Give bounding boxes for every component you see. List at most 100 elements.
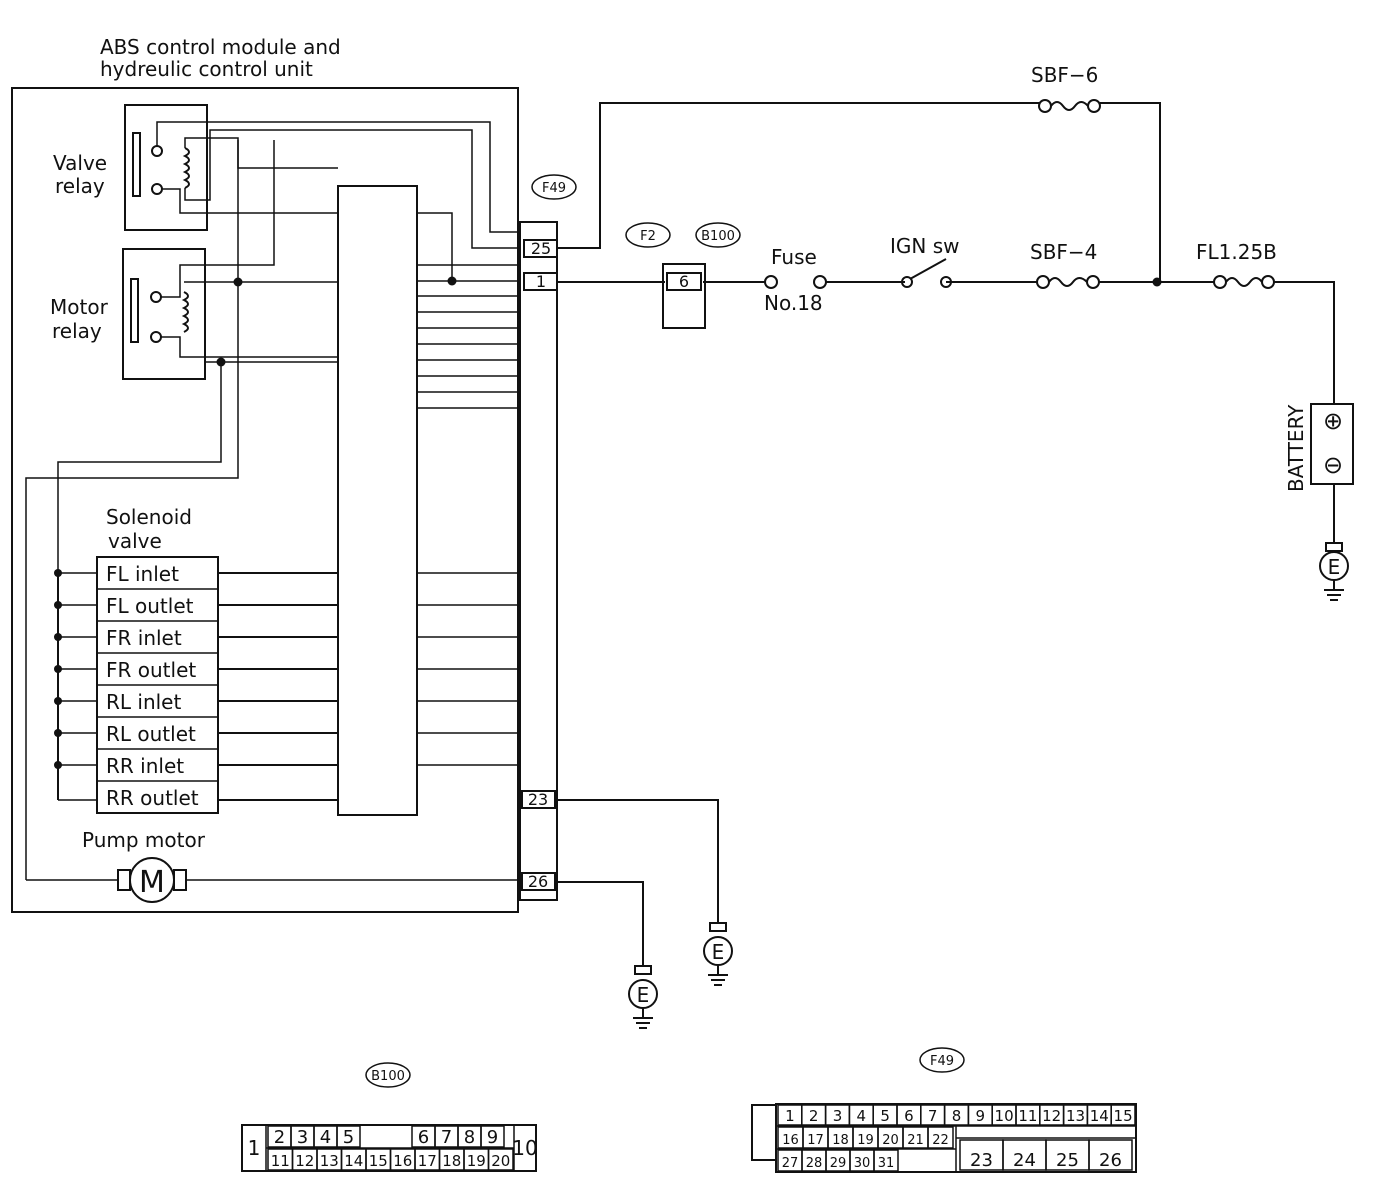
f49-pin-25: 25 (531, 239, 551, 258)
fuse-no18-symbol (764, 275, 827, 289)
f49-row1-pin: 9 (976, 1107, 986, 1125)
f49-big-cell (1088, 1139, 1133, 1171)
b100-top-pin: 9 (487, 1127, 498, 1148)
module-label-line2: hydreulic control unit (100, 57, 313, 81)
f49-row2-cell (927, 1126, 954, 1149)
valve-relay-label-line1: Valve (53, 151, 107, 175)
f49-row3-pin: 28 (806, 1156, 823, 1171)
f49-row3-cell (873, 1149, 899, 1172)
f49-row1-pin: 11 (1018, 1107, 1037, 1125)
b100-top-pin: 4 (320, 1127, 331, 1148)
b100-bottom-pin: 12 (295, 1152, 314, 1170)
module-label-line1: ABS control module and (100, 35, 341, 59)
ground-23-label: E (712, 940, 725, 964)
abs-module-outline (11, 87, 519, 913)
f49-row1-pin: 5 (880, 1107, 890, 1125)
f49-pin-1: 1 (536, 272, 546, 291)
b100-bottom-pin: 20 (491, 1152, 510, 1170)
b100-top-pin: 2 (274, 1127, 285, 1148)
battery-label: BATTERY (1284, 404, 1308, 492)
connector-f2-tag-text: F2 (640, 229, 656, 244)
b100-top-cell (336, 1125, 361, 1148)
control-unit-output-lines (417, 264, 520, 409)
f49-big-pin: 26 (1099, 1150, 1122, 1171)
b100-bottom-pin: 11 (271, 1152, 290, 1170)
sbf4-label: SBF−4 (1030, 240, 1097, 264)
solenoid-rr-outlet: RR outlet (106, 786, 199, 810)
solenoid-rl-outlet: RL outlet (106, 722, 196, 746)
f49-row2-pin: 21 (907, 1133, 924, 1148)
b100-pinout-tag (365, 1062, 411, 1088)
f49-row3-pin: 27 (782, 1156, 799, 1171)
f49-big-pin: 23 (970, 1150, 993, 1171)
f49-row2-pin: 18 (832, 1133, 849, 1148)
ground-23-icon (703, 922, 733, 986)
solenoid-fr-inlet: FR inlet (106, 626, 182, 650)
b100-top-pin: 6 (418, 1127, 429, 1148)
connector-b100-tag-text: B100 (701, 229, 735, 244)
ignition-switch-symbol (901, 258, 952, 288)
f49-big-pin: 25 (1056, 1150, 1079, 1171)
f49-row1-pin: 8 (952, 1107, 962, 1125)
battery-plus-icon: ⊕ (1323, 407, 1343, 435)
f49-pin-26: 26 (528, 872, 548, 891)
motor-relay-label-line2: relay (52, 319, 102, 343)
battery-box (1310, 403, 1354, 485)
solenoid-fr-outlet: FR outlet (106, 658, 196, 682)
b100-top-pin: 5 (343, 1127, 354, 1148)
solenoid-fl-outlet: FL outlet (106, 594, 194, 618)
solenoid-label-line1: Solenoid (106, 505, 192, 529)
f49-row2-pin: 17 (807, 1133, 824, 1148)
solenoid-group (54, 556, 520, 814)
pump-motor-symbol: M (139, 865, 165, 900)
valve-relay (124, 104, 520, 281)
f49-row2-pin: 22 (932, 1133, 949, 1148)
f49-pinout-tag-text: F49 (930, 1054, 954, 1069)
f49-row3-pin: 30 (854, 1156, 871, 1171)
b100-bottom-pin: 19 (467, 1152, 486, 1170)
f49-row2-pin: 16 (782, 1133, 799, 1148)
f49-row1-pin: 3 (833, 1107, 843, 1125)
solenoid-rr-inlet: RR inlet (106, 754, 184, 778)
b100-pinout (241, 1124, 537, 1172)
ground-26-label: E (637, 983, 650, 1007)
ground-26-icon (628, 965, 658, 1029)
b100-pinout-tag-text: B100 (371, 1069, 405, 1084)
b100-bottom-pin: 13 (320, 1152, 339, 1170)
f49-row1-pin: 1 (785, 1107, 795, 1125)
connector-f49-body (519, 221, 558, 901)
motor-relay-label-line1: Motor (50, 295, 109, 319)
f49-row1-pin: 2 (809, 1107, 819, 1125)
f49-row2-pin: 19 (857, 1133, 874, 1148)
pump-motor (26, 857, 520, 903)
sbf6-label: SBF−6 (1031, 63, 1098, 87)
sbf6-fuse-symbol (1038, 99, 1101, 113)
f49-row1-pin: 10 (995, 1107, 1014, 1125)
motor-relay (122, 140, 338, 380)
b100-pin-left: 1 (248, 1136, 261, 1160)
b100-bottom-pin: 14 (344, 1152, 363, 1170)
f49-row1-pin: 7 (928, 1107, 938, 1125)
battery-ground-label: E (1328, 555, 1341, 579)
solenoid-label-line2: valve (108, 529, 162, 553)
f49-row1-pin: 4 (857, 1107, 867, 1125)
b100-top-cell (480, 1125, 505, 1148)
f49-pin-23: 23 (528, 790, 548, 809)
ign-switch-label: IGN sw (890, 234, 960, 258)
b100-bottom-pin: 16 (393, 1152, 412, 1170)
b100-bottom-pin: 15 (369, 1152, 388, 1170)
b100-top-pin: 8 (464, 1127, 475, 1148)
battery-ground-icon (1319, 542, 1349, 601)
connector-f49-tag (531, 174, 577, 200)
b100-top-pin: 3 (297, 1127, 308, 1148)
connector-b100-tag (695, 222, 741, 248)
b100-pin-right: 10 (512, 1136, 537, 1160)
sbf4-fuse-symbol (1036, 275, 1100, 289)
